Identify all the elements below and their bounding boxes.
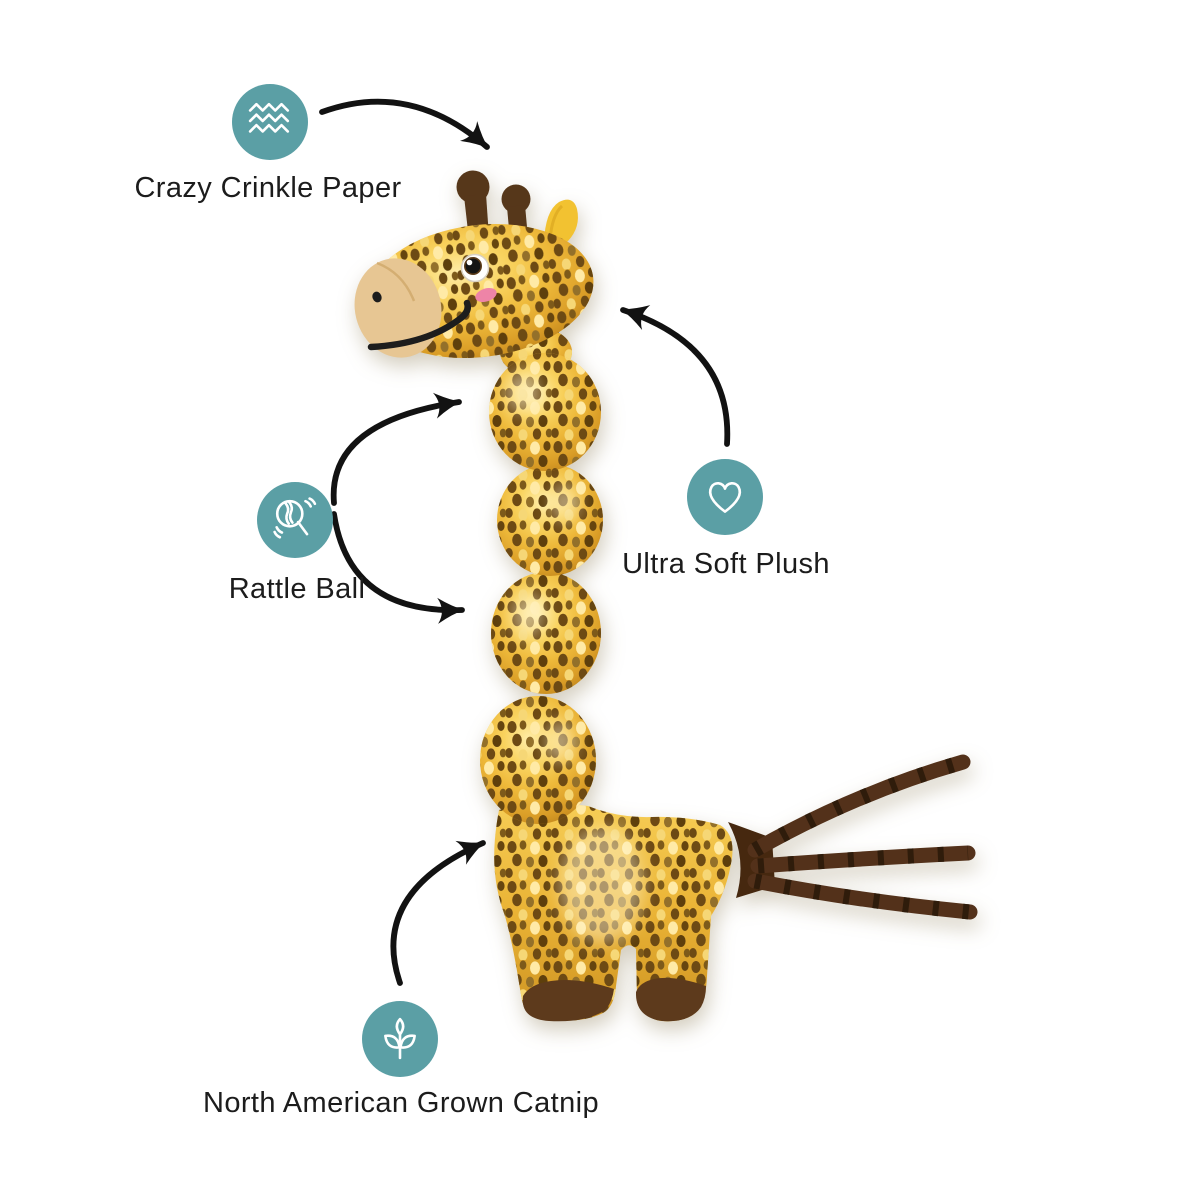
giraffe-front-foot [522,980,614,1022]
neck-ball-1 [489,353,601,471]
giraffe-nostril [372,291,382,303]
giraffe-neck [480,327,603,824]
tail-ribbon-top [747,754,971,858]
neck-ball-2 [497,464,603,576]
annotation-arrows [319,98,731,986]
giraffe-muzzle [354,258,442,358]
arrow-crinkle-to-head [319,98,490,150]
giraffe-body [494,803,733,1022]
neck-ball-3 [491,572,601,694]
arrow-rattle-to-ball-1 [330,392,462,506]
giraffe-toy [354,170,978,1022]
giraffe-eye [460,253,490,283]
heart-icon [687,459,763,535]
crinkle-waves-icon [232,84,308,160]
sprout-icon [362,1001,438,1077]
neck-ball-4 [480,696,596,824]
arrow-catnip-to-body [390,840,486,986]
rattle-icon [257,482,333,558]
giraffe-back-foot [635,977,706,1022]
giraffe-cheek [475,287,497,303]
callout-label: North American Grown Catnip [202,1087,600,1119]
callout-label: Ultra Soft Plush [622,548,830,580]
arrow-rattle-to-ball-3 [331,511,465,624]
callout-label: Rattle Ball [228,573,366,605]
arrow-plush-to-neck [620,305,731,447]
muzzle-seam [376,261,416,302]
body-shine [560,827,644,943]
giraffe-smile [367,299,471,351]
callout-label: Crazy Crinkle Paper [134,172,402,204]
tail-ribbon-middle-twist [757,845,969,874]
giraffe-tail [728,754,978,920]
tail-ribbon-bottom [747,873,978,920]
giraffe-head [354,224,594,358]
